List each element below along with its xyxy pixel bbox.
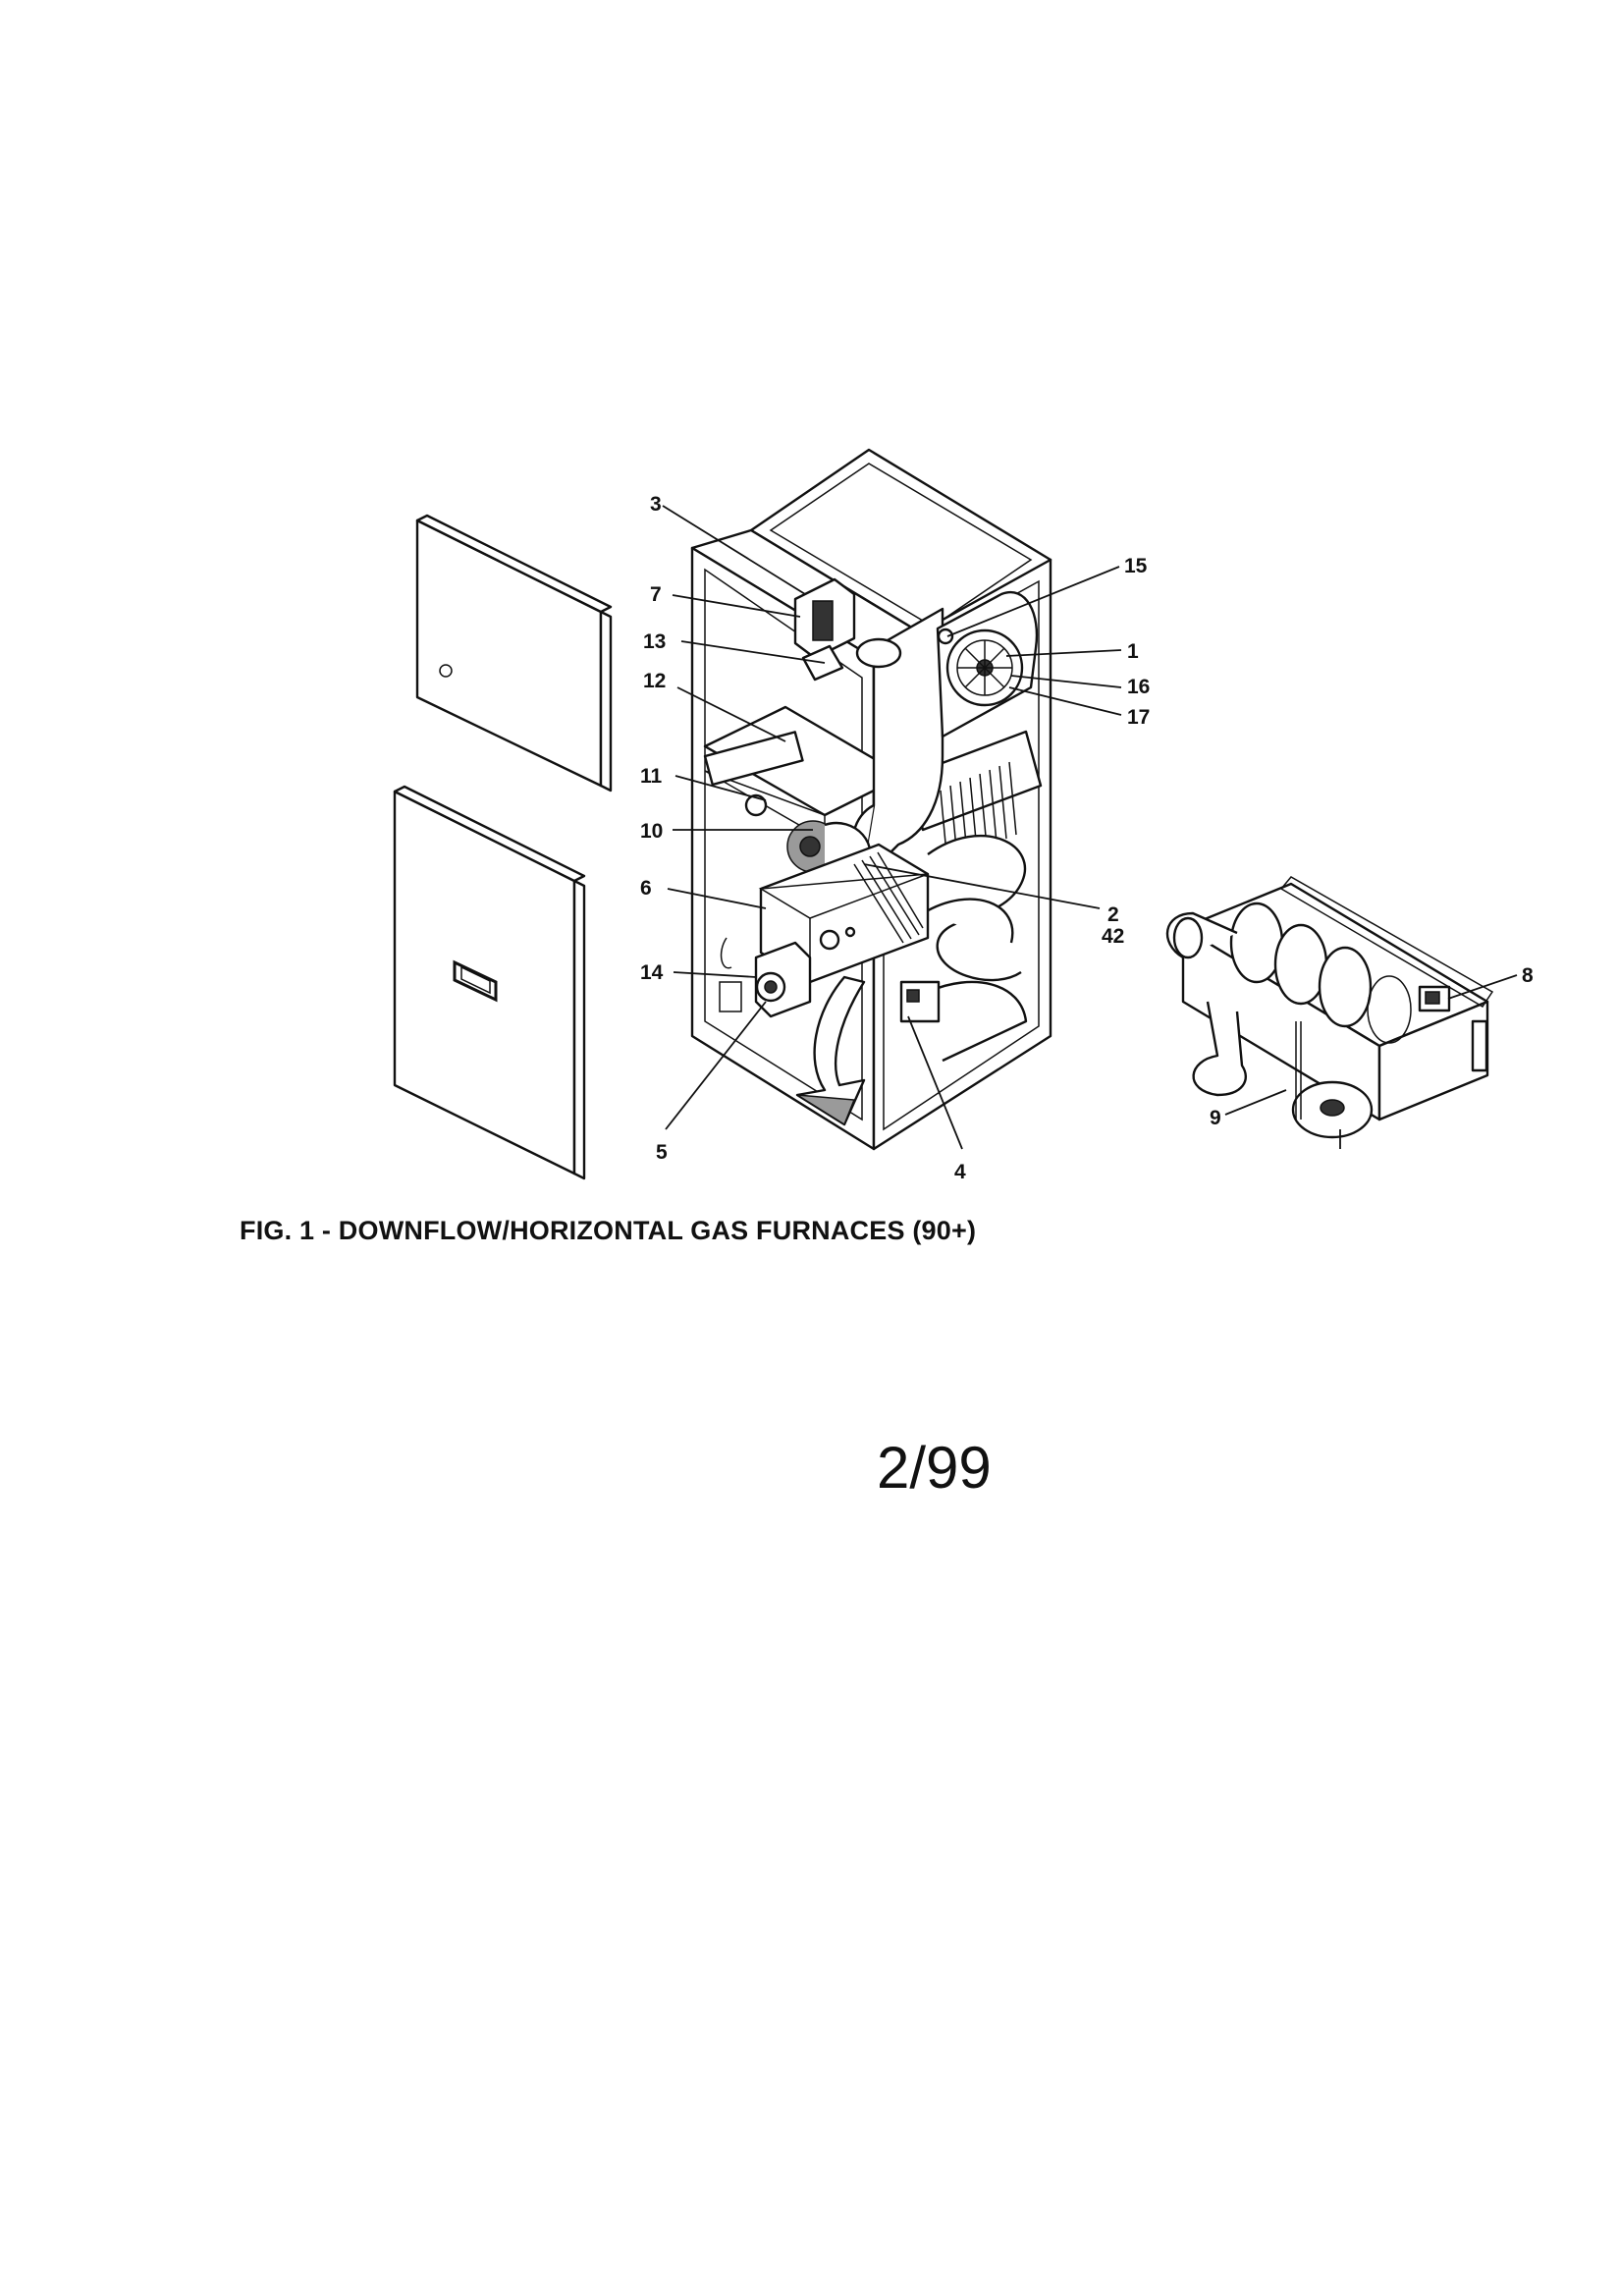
callout-9: 9 [1210,1107,1221,1129]
callout-16: 16 [1127,676,1150,698]
rollout-switch [899,980,941,1023]
callout-11: 11 [640,765,663,788]
airflow-arrow [795,975,866,1126]
date-code: 2/99 [877,1435,992,1501]
callout-10: 10 [640,820,663,843]
callout-42: 42 [1102,925,1124,948]
lower-door-panel [393,785,586,1180]
callout-13: 13 [643,630,666,653]
callout-14: 14 [640,961,664,984]
burner-box [758,843,930,984]
gas-valve [719,937,812,1018]
callout-5: 5 [656,1141,668,1164]
callout-6: 6 [640,877,652,900]
callout-7: 7 [650,583,662,606]
vent-pipe [851,607,944,865]
figure-caption: FIG. 1 - DOWNFLOW/HORIZONTAL GAS FURNACE… [240,1216,977,1245]
heat-exchanger [906,730,1043,1063]
leader-lines [662,505,1518,1150]
burner-assembly-exploded [1165,876,1494,1139]
callout-15: 15 [1124,555,1148,577]
callout-1: 1 [1127,640,1139,663]
upper-door-panel [415,514,613,793]
callout-labels: 3 7 13 12 11 10 6 14 5 4 2 42 15 1 16 17… [640,493,1534,1183]
callout-3: 3 [650,493,662,516]
callout-2: 2 [1107,903,1119,926]
callout-17: 17 [1127,706,1150,729]
callout-4: 4 [954,1161,966,1183]
inducer-blower [936,590,1039,738]
callout-8: 8 [1522,964,1534,987]
callout-12: 12 [643,670,666,692]
